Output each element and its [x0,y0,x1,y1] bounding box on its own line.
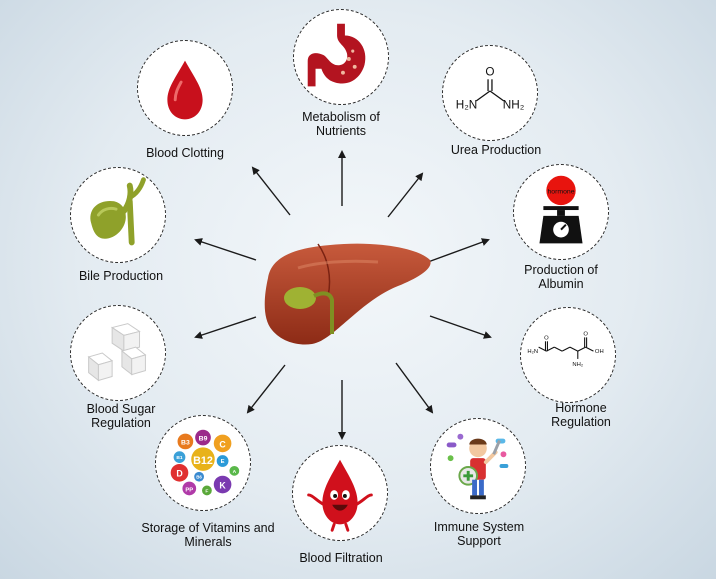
gallbladder-icon [90,177,146,246]
immune-circle [430,418,526,514]
hormone-oh: OH [595,349,604,355]
blood-drop-icon [167,60,203,120]
metabolism-label: Metabolism of Nutrients [302,110,380,138]
badge-f: F [205,488,208,494]
arrow-hormone [429,315,492,339]
vitamins-label: Storage of Vitamins and Minerals [141,521,275,549]
bile-circle [70,167,166,263]
badge-b3: B3 [181,439,190,446]
vitamins-circle: B3 B9 C B1 B12 E A D B6 PP F K [155,415,251,511]
blood-sugar-circle [70,305,166,401]
immune-kid-icon [446,433,509,500]
scale-icon: hormone [539,175,583,244]
hormone-h2n: H₂N [527,349,538,355]
badge-e: E [221,459,225,465]
molecule-icon: O O H₂N OH NH₂ [527,331,604,368]
filtration-circle [292,445,388,541]
urea-h2n: H₂N [456,99,478,112]
hormone-circle: O O H₂N OH NH₂ [520,307,616,403]
urea-oxygen: O [485,65,494,78]
arrow-vitamins [246,364,286,414]
blood-character-icon [307,459,373,532]
urea-nh2: NH₂ [503,99,525,112]
arrow-albumin [427,238,490,263]
arrow-bile [194,238,257,261]
blood-clotting-label: Blood Clotting [146,146,224,160]
albumin-label: Production of Albumin [524,263,598,291]
hormone-label: Hormone Regulation [551,401,611,429]
urea-molecule-icon: O H₂N NH₂ [456,65,525,112]
hormone-nh2: NH₂ [572,362,583,368]
badge-k: K [219,480,226,490]
albumin-circle: hormone [513,164,609,260]
arrow-immune [395,362,434,414]
blood-clotting-circle [137,40,233,136]
badge-b12: B12 [193,455,213,467]
urea-circle: O H₂N NH₂ [442,45,538,141]
badge-a: A [233,469,237,475]
badge-c: C [219,439,226,449]
hormone-o1: O [544,335,549,341]
arrow-blood-sugar [194,316,257,339]
urea-label: Urea Production [450,143,542,157]
sugar-cubes-icon [87,323,147,382]
arrow-blood-clotting [251,166,291,216]
badge-b6: B6 [196,475,202,480]
blood-sugar-label: Blood Sugar Regulation [86,402,156,430]
albumin-ball-text: hormone [547,188,574,195]
badge-d: D [176,469,182,479]
badge-b1: B1 [176,455,183,461]
arrow-urea [387,172,424,218]
liver-icon [264,243,431,345]
hormone-o2: O [583,331,588,337]
badge-pp: PP [185,487,193,493]
vitamins-icon: B3 B9 C B1 B12 E A D B6 PP F K [170,429,240,496]
metabolism-circle [293,9,389,105]
stomach-icon [307,23,366,87]
badge-b9: B9 [199,435,208,442]
bile-label: Bile Production [78,269,164,283]
immune-label: Immune System Support [433,520,525,548]
filtration-label: Blood Filtration [299,551,383,565]
